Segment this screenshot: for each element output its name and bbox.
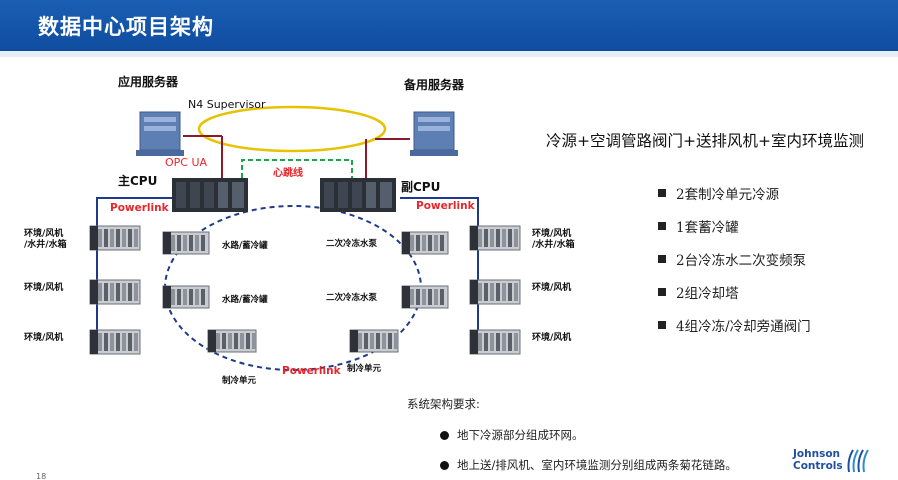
requirement-text: 地上送/排风机、室内环境监测分别组成两条菊花链路。 xyxy=(457,458,737,472)
module-label-line: 水路/蓄冷罐 xyxy=(221,240,268,251)
left-io-module xyxy=(89,225,141,251)
module-label-line: 制冷单元 xyxy=(222,375,257,386)
io-module-group xyxy=(89,225,521,355)
logo-mark-icon xyxy=(847,449,869,473)
right-io-module xyxy=(469,329,521,355)
module-label-line: 环境/风机 xyxy=(532,331,571,343)
feature-text: 2组冷却塔 xyxy=(676,285,739,302)
ring-bottom-io-module xyxy=(349,329,399,353)
module-label-line: 环境/风机 xyxy=(24,227,63,239)
module-label: 制冷单元 xyxy=(347,363,382,374)
main-cpu-label: 主CPU xyxy=(118,173,157,188)
module-label-line: 环境/风机 xyxy=(24,281,63,293)
logo-line1: Johnson xyxy=(793,448,841,460)
feature-text: 4组冷冻/冷却旁通阀门 xyxy=(676,318,811,335)
requirements-list: 地下冷源部分组成环网。地上送/排风机、室内环境监测分别组成两条菊花链路。 xyxy=(440,420,737,480)
sub-cpu-label: 副CPU xyxy=(401,179,440,194)
architecture-diagram: 应用服务器 备用服务器 N4 Supervisor OPC UA 主CPU 副C… xyxy=(24,74,575,386)
round-bullet-icon xyxy=(440,460,449,470)
feature-list: 2套制冷单元冷源 1套蓄冷罐 2台冷冻水二次变频泵 2组冷却塔 4组冷冻/冷却旁通阀门 xyxy=(658,176,811,341)
module-label-line: 二次冷冻水泵 xyxy=(326,238,378,249)
square-bullet-icon xyxy=(658,221,666,230)
right-daisy-chain xyxy=(400,197,479,340)
module-label-line: 环境/风机 xyxy=(24,331,63,343)
powerlink-label-bottom: Powerlink xyxy=(282,365,342,377)
powerlink-label-right: Powerlink xyxy=(416,200,476,212)
module-label: 环境/风机/水井/水箱 xyxy=(24,227,67,250)
requirement-item: 地下冷源部分组成环网。 xyxy=(440,420,737,450)
square-bullet-icon xyxy=(658,320,666,329)
module-label: 二次冷冻水泵 xyxy=(326,292,378,303)
module-label-line: 制冷单元 xyxy=(347,363,382,374)
supervisor-label: N4 Supervisor xyxy=(188,98,266,111)
module-label: 二次冷冻水泵 xyxy=(326,238,378,249)
ring-right-io-module xyxy=(401,285,449,309)
module-label: 环境/风机 xyxy=(532,281,571,293)
ring-right-io-module xyxy=(401,231,449,255)
sub-cpu-module xyxy=(320,178,396,212)
backup-server-icon xyxy=(410,111,458,156)
square-bullet-icon xyxy=(658,254,666,263)
module-label-line: 环境/风机 xyxy=(532,227,571,239)
feature-item: 2台冷冻水二次变频泵 xyxy=(658,242,811,275)
right-io-module xyxy=(469,225,521,251)
logo-text: Johnson Controls xyxy=(793,448,843,472)
feature-item: 1套蓄冷罐 xyxy=(658,209,811,242)
right-io-module xyxy=(469,279,521,305)
heartbeat-line xyxy=(241,159,353,178)
feature-item: 2组冷却塔 xyxy=(658,275,811,308)
left-io-module xyxy=(89,329,141,355)
module-label-line: /水井/水箱 xyxy=(24,238,67,250)
ring-bottom-io-module xyxy=(207,329,257,353)
left-daisy-chain xyxy=(96,197,172,340)
module-label: 环境/风机/水井/水箱 xyxy=(532,227,575,250)
requirements-title: 系统架构要求: xyxy=(407,397,480,411)
opc-label: OPC UA xyxy=(165,156,208,169)
requirement-text: 地下冷源部分组成环网。 xyxy=(457,428,584,442)
johnson-controls-logo: Johnson Controls xyxy=(793,446,873,478)
module-label: 水路/蓄冷罐 xyxy=(221,240,268,251)
module-label-line: /水井/水箱 xyxy=(532,238,575,250)
header-bar: 数据中心项目架构 xyxy=(0,0,898,51)
logo-line2: Controls xyxy=(793,460,843,472)
module-label: 环境/风机 xyxy=(532,331,571,343)
app-server-icon xyxy=(136,111,184,156)
module-label-line: 二次冷冻水泵 xyxy=(326,292,378,303)
heartbeat-label: 心跳线 xyxy=(273,166,303,179)
module-label: 环境/风机 xyxy=(24,281,63,293)
feature-item: 2套制冷单元冷源 xyxy=(658,176,811,209)
module-label: 环境/风机 xyxy=(24,331,63,343)
ring-left-io-module xyxy=(162,285,210,309)
module-label: 水路/蓄冷罐 xyxy=(221,294,268,305)
app-server-label: 应用服务器 xyxy=(118,74,179,89)
feature-text: 2台冷冻水二次变频泵 xyxy=(676,252,807,269)
headline-text: 冷源+空调管路阀门+送排风机+室内环境监测 xyxy=(546,132,864,150)
square-bullet-icon xyxy=(658,188,666,197)
feature-text: 1套蓄冷罐 xyxy=(676,219,739,236)
page-title: 数据中心项目架构 xyxy=(38,15,214,39)
main-cpu-module xyxy=(172,178,248,212)
square-bullet-icon xyxy=(658,287,666,296)
module-label: 制冷单元 xyxy=(222,375,257,386)
page-number: 18 xyxy=(36,472,47,480)
supervisor-ring xyxy=(197,105,387,153)
powerlink-label-left: Powerlink xyxy=(110,202,170,214)
ring-left-io-module xyxy=(162,231,210,255)
feature-item: 4组冷冻/冷却旁通阀门 xyxy=(658,308,811,341)
requirement-item: 地上送/排风机、室内环境监测分别组成两条菊花链路。 xyxy=(440,450,737,480)
header-stripe xyxy=(0,51,898,57)
feature-text: 2套制冷单元冷源 xyxy=(676,186,780,203)
backup-server-label: 备用服务器 xyxy=(403,77,465,92)
round-bullet-icon xyxy=(440,430,449,440)
module-label-line: 水路/蓄冷罐 xyxy=(221,294,268,305)
left-io-module xyxy=(89,279,141,305)
module-label-line: 环境/风机 xyxy=(532,281,571,293)
